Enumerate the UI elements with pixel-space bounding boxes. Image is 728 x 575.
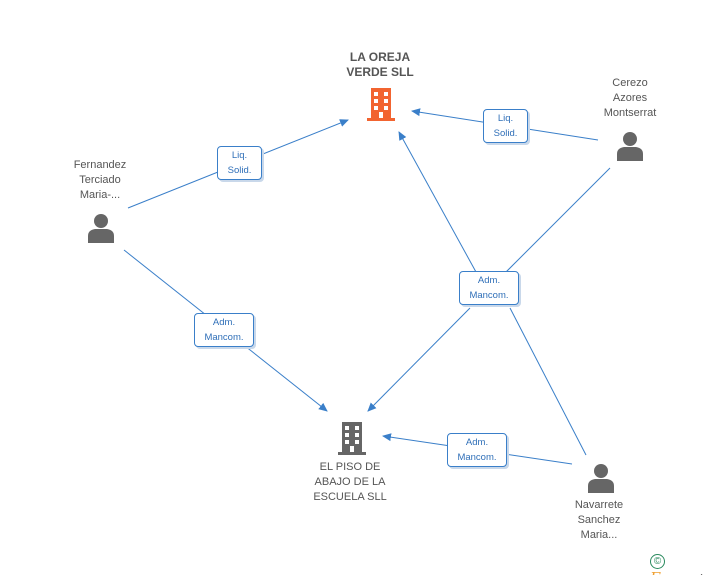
edge-label-center-adm-mancom[interactable]: Adm. Mancom. bbox=[459, 271, 519, 305]
edge-label-fernandez-adm-mancom[interactable]: Adm. Mancom. bbox=[194, 313, 254, 347]
node-label-cerezo: Cerezo Azores Montserrat bbox=[603, 77, 657, 119]
building-icon-el-piso[interactable] bbox=[336, 420, 368, 456]
brand-logo: Empresia bbox=[650, 569, 710, 575]
person-icon-navarrete[interactable] bbox=[586, 462, 616, 494]
edge-label-cerezo-liq-solid[interactable]: Liq. Solid. bbox=[483, 109, 528, 143]
person-icon-cerezo[interactable] bbox=[615, 130, 645, 162]
edge-center-to-piso bbox=[367, 307, 471, 412]
edge-label-navarrete-adm-mancom[interactable]: Adm. Mancom. bbox=[447, 433, 507, 467]
edge-label-fernandez-liq-solid[interactable]: Liq. Solid. bbox=[217, 146, 262, 180]
node-label-el-piso: EL PISO DE ABAJO DE LA ESCUELA SLL bbox=[313, 461, 387, 503]
node-label-navarrete: Navarrete Sanchez Maria... bbox=[574, 499, 624, 541]
edge-center-to-cerezo bbox=[505, 167, 611, 273]
copyright-icon: © bbox=[650, 554, 665, 570]
edge-center-to-navarrete bbox=[509, 307, 587, 456]
node-label-fernandez: Fernandez Terciado Maria-... bbox=[73, 159, 127, 201]
building-icon-la-oreja[interactable] bbox=[365, 86, 397, 122]
edge-center-to-oreja bbox=[398, 131, 477, 273]
node-label-la-oreja: LA OREJA VERDE SLL bbox=[346, 50, 414, 79]
person-icon-fernandez[interactable] bbox=[86, 212, 116, 244]
footer-brand: ©Empresia bbox=[650, 554, 728, 575]
